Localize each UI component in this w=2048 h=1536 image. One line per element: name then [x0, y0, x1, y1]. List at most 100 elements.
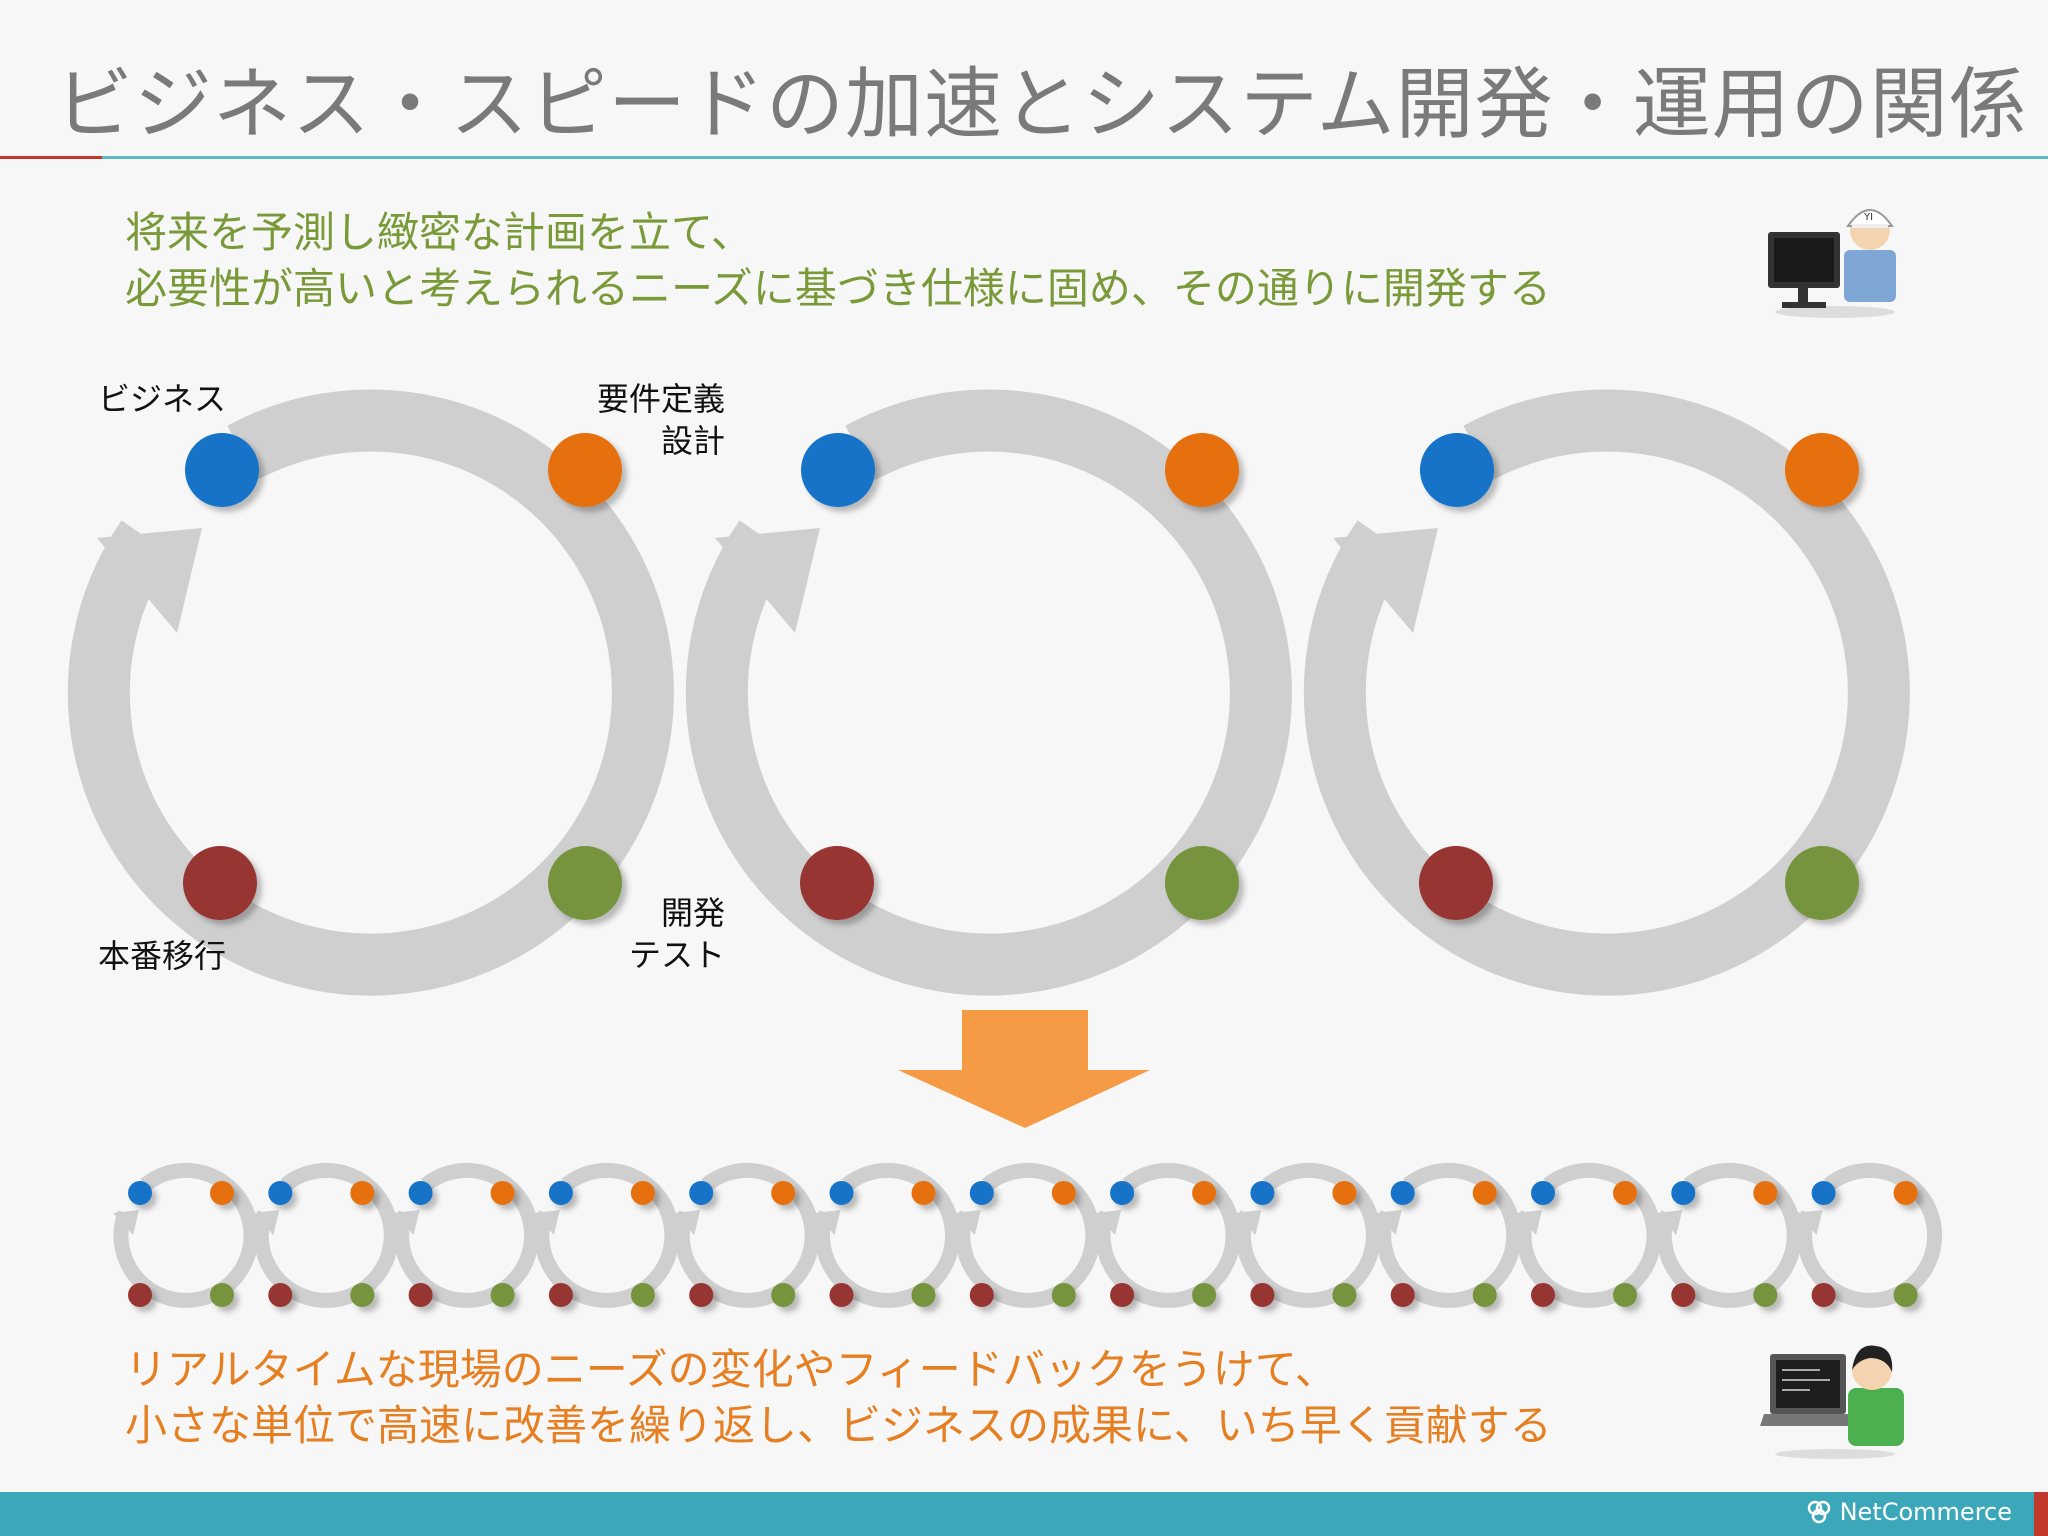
business-node-3 [1420, 433, 1494, 507]
small-cycle-arrowhead [113, 1210, 139, 1235]
small-cycle-arrowhead [1516, 1210, 1542, 1235]
waterfall-description-line-1: 将来を予測し緻密な計画を立て、 [125, 205, 1551, 261]
small-requirements-node [1052, 1181, 1076, 1205]
small-release-node [830, 1283, 854, 1307]
engineer-with-helmet-icon: YI [1760, 190, 1910, 320]
small-cycle-arrowhead [955, 1210, 981, 1235]
requirements-node-2 [1165, 433, 1239, 507]
small-release-node [128, 1283, 152, 1307]
small-cycle-ring [1103, 1170, 1233, 1300]
small-cycle-arrowhead [674, 1210, 700, 1235]
small-cycle [534, 1170, 672, 1307]
large-cycle-3 [1333, 421, 1879, 965]
small-cycle [674, 1170, 812, 1307]
small-requirements-node [210, 1181, 234, 1205]
small-dev-test-node [210, 1283, 234, 1307]
small-release-node [1391, 1283, 1415, 1307]
small-cycle-arrowhead [534, 1210, 560, 1235]
small-business-node [1250, 1181, 1274, 1205]
small-cycle [1095, 1170, 1233, 1307]
label-business: ビジネス [98, 378, 226, 420]
small-cycle-ring [1524, 1170, 1654, 1300]
small-requirements-node [491, 1181, 515, 1205]
small-release-node [970, 1283, 994, 1307]
small-cycle-ring [963, 1170, 1093, 1300]
small-business-node [970, 1181, 994, 1205]
label-dev-test: 開発 テスト [560, 892, 725, 976]
small-cycle-ring [682, 1170, 812, 1300]
waterfall-description-line-2: 必要性が高いと考えられるニーズに基づき仕様に固め、その通りに開発する [125, 261, 1551, 317]
small-requirements-node [1332, 1181, 1356, 1205]
small-release-node [1110, 1283, 1134, 1307]
small-cycle-ring [1243, 1170, 1373, 1300]
small-business-node [1671, 1181, 1695, 1205]
small-cycle [394, 1170, 532, 1307]
small-dev-test-node [1753, 1283, 1777, 1307]
small-release-node [1531, 1283, 1555, 1307]
small-cycles-row [113, 1170, 1935, 1307]
label-dev: 開発 [560, 892, 725, 934]
small-cycle [1516, 1170, 1654, 1307]
small-cycle [1235, 1170, 1373, 1307]
small-requirements-node [1473, 1181, 1497, 1205]
small-cycle-ring [542, 1170, 672, 1300]
small-cycle-arrowhead [1656, 1210, 1682, 1235]
svg-text:YI: YI [1863, 212, 1873, 223]
small-dev-test-node [350, 1283, 374, 1307]
transition-down-arrow [898, 1010, 1150, 1128]
small-cycle-arrowhead [1095, 1210, 1121, 1235]
dev-test-node-3 [1785, 846, 1859, 920]
label-requirements-design: 要件定義 設計 [560, 378, 725, 462]
business-node-2 [801, 433, 875, 507]
small-dev-test-node [912, 1283, 936, 1307]
business-node-1 [185, 433, 259, 507]
small-release-node [1250, 1283, 1274, 1307]
small-cycle [253, 1170, 391, 1307]
small-cycle-arrowhead [394, 1210, 420, 1235]
small-cycle-ring [1384, 1170, 1514, 1300]
footer-logo: NetCommerce [1806, 1498, 2012, 1526]
small-requirements-node [1753, 1181, 1777, 1205]
label-release: 本番移行 [98, 935, 226, 977]
small-business-node [1812, 1181, 1836, 1205]
title-divider-accent [0, 156, 102, 159]
netcommerce-logo-icon [1806, 1499, 1832, 1525]
small-release-node [1671, 1283, 1695, 1307]
small-dev-test-node [1052, 1283, 1076, 1307]
small-requirements-node [912, 1181, 936, 1205]
agile-description: リアルタイムな現場のニーズの変化やフィードバックをうけて、 小さな単位で高速に改… [125, 1342, 1552, 1454]
release-node-1 [183, 846, 257, 920]
small-cycle-arrowhead [1797, 1210, 1823, 1235]
waterfall-description: 将来を予測し緻密な計画を立て、 必要性が高いと考えられるニーズに基づき仕様に固め… [125, 205, 1551, 317]
small-release-node [409, 1283, 433, 1307]
small-requirements-node [1894, 1181, 1918, 1205]
small-requirements-node [631, 1181, 655, 1205]
small-dev-test-node [1894, 1283, 1918, 1307]
small-release-node [689, 1283, 713, 1307]
small-release-node [1812, 1283, 1836, 1307]
small-cycle-ring [823, 1170, 953, 1300]
small-cycle-ring [261, 1170, 391, 1300]
page-title: ビジネス・スピードの加速とシステム開発・運用の関係 [55, 42, 2028, 154]
small-dev-test-node [491, 1283, 515, 1307]
footer-bar: NetCommerce [0, 1492, 2048, 1536]
small-business-node [268, 1181, 292, 1205]
label-test: テスト [560, 934, 725, 976]
title-divider [0, 156, 2048, 159]
small-cycle-arrowhead [815, 1210, 841, 1235]
small-cycle [1797, 1170, 1935, 1307]
small-cycle-ring [1664, 1170, 1794, 1300]
small-cycle [1376, 1170, 1514, 1307]
footer-logo-text: NetCommerce [1840, 1498, 2012, 1526]
small-business-node [1391, 1181, 1415, 1205]
small-cycle [815, 1170, 953, 1307]
small-cycle [955, 1170, 1093, 1307]
agile-description-line-1: リアルタイムな現場のニーズの変化やフィードバックをうけて、 [125, 1342, 1552, 1398]
requirements-node-3 [1785, 433, 1859, 507]
small-cycle-ring [1805, 1170, 1935, 1300]
small-business-node [830, 1181, 854, 1205]
footer-accent [2034, 1492, 2048, 1536]
small-business-node [549, 1181, 573, 1205]
dev-test-node-2 [1165, 846, 1239, 920]
small-dev-test-node [1613, 1283, 1637, 1307]
